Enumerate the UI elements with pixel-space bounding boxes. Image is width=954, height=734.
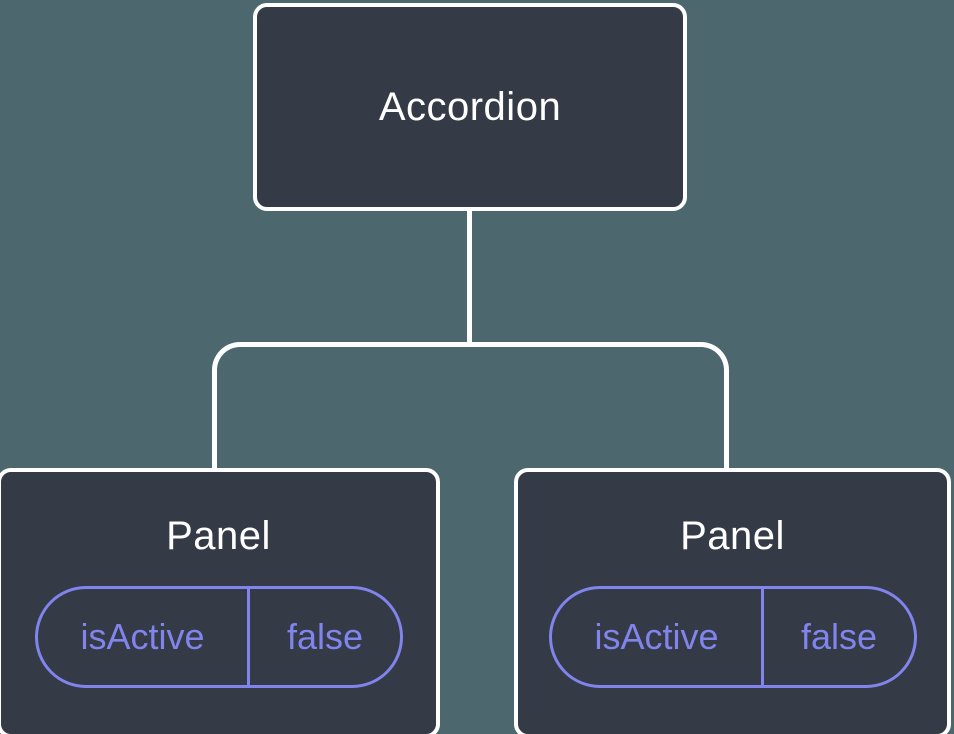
state-value: false bbox=[800, 616, 877, 657]
state-pill: isActive false bbox=[34, 586, 403, 688]
component-node-panel-left: Panel isActive false bbox=[0, 468, 440, 734]
state-name: isActive bbox=[552, 589, 765, 685]
connector-stem bbox=[467, 209, 472, 345]
state-value: false bbox=[286, 616, 363, 657]
state-pill: isActive false bbox=[548, 586, 917, 688]
connector-bracket bbox=[212, 342, 729, 470]
component-node-panel-right: Panel isActive false bbox=[514, 468, 951, 734]
component-node-accordion: Accordion bbox=[253, 3, 687, 211]
state-name: isActive bbox=[38, 589, 251, 685]
accordion-node-label: Accordion bbox=[378, 84, 562, 129]
panel-node-label: Panel bbox=[680, 514, 785, 558]
panel-node-label: Panel bbox=[166, 514, 271, 558]
